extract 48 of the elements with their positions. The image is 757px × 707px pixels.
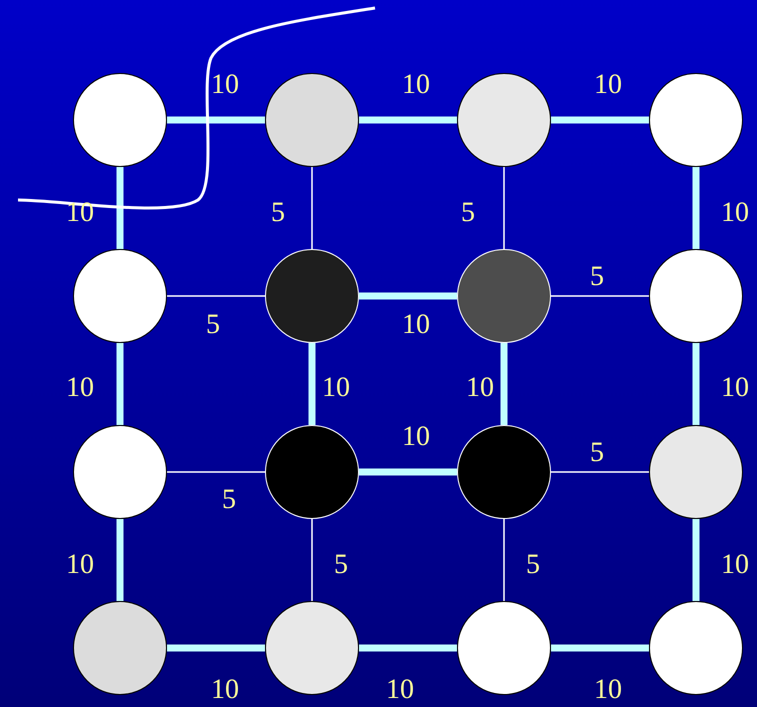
connector-line [359,644,457,652]
connector-line [359,468,457,476]
edge-label: 10 [402,71,430,99]
connector-line [500,343,508,425]
edge-label: 10 [721,199,749,227]
edge-label: 10 [466,374,494,402]
edge-label: 5 [222,486,236,514]
connector-line [116,167,124,249]
edge-label: 10 [594,676,622,704]
edge-label: 10 [386,676,414,704]
edge-label: 5 [334,551,348,579]
edge-label: 10 [66,199,94,227]
edge-label: 10 [594,71,622,99]
connector-line [167,471,265,473]
connector-line [311,519,313,601]
connector-line [692,167,700,249]
connector-line [692,519,700,601]
edge-label: 10 [402,423,430,451]
connector-line [551,471,649,473]
connector-line [359,116,457,124]
edge-label: 5 [526,551,540,579]
edge-label: 10 [721,551,749,579]
edge-label: 10 [66,374,94,402]
connector-line [359,292,457,300]
connector-line [308,343,316,425]
edge-label: 10 [211,71,239,99]
connector-line [167,644,265,652]
connector-line [311,167,313,249]
edge-label: 10 [721,374,749,402]
connector-line [503,167,505,249]
connector-line [692,343,700,425]
edge-label: 5 [461,199,475,227]
connector-line [551,644,649,652]
connector-line [116,343,124,425]
edge-label: 10 [66,551,94,579]
connector-line [116,519,124,601]
connector-line [503,519,505,601]
edge-label: 5 [590,439,604,467]
connector-line [167,116,265,124]
connector-line [167,295,265,297]
connector-line [551,295,649,297]
edge-label: 5 [590,263,604,291]
connector-line [551,116,649,124]
edge-label: 10 [211,676,239,704]
edge-label: 10 [402,311,430,339]
edge-label: 10 [322,374,350,402]
edge-label: 5 [206,311,220,339]
edge-label: 5 [271,199,285,227]
